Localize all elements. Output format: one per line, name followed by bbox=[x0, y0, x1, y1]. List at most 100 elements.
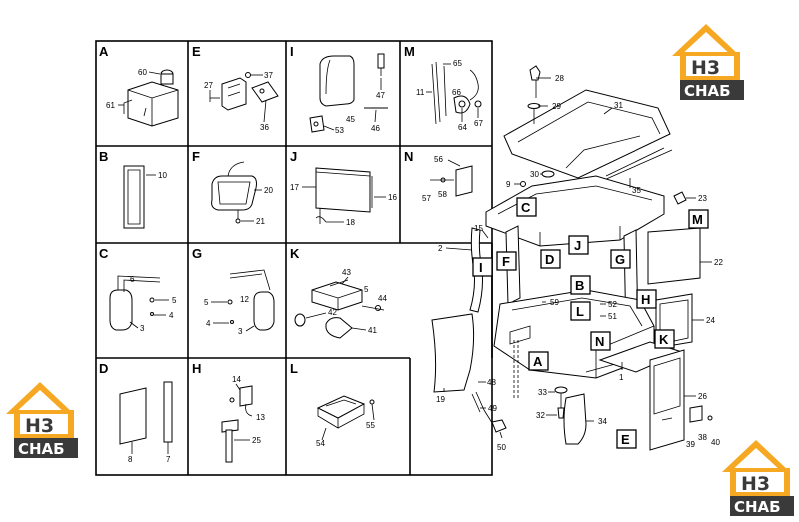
panel-a-drawing: 60 61 bbox=[106, 68, 179, 127]
svg-text:10: 10 bbox=[158, 171, 167, 180]
svg-text:52: 52 bbox=[608, 300, 617, 309]
svg-text:44: 44 bbox=[378, 294, 387, 303]
svg-text:35: 35 bbox=[632, 186, 641, 195]
panel-g-drawing: 12 5 4 3 bbox=[204, 269, 275, 336]
svg-text:4: 4 bbox=[169, 311, 174, 320]
svg-text:A: A bbox=[533, 354, 543, 369]
callout-f[interactable]: F bbox=[496, 251, 517, 271]
svg-text:9: 9 bbox=[506, 180, 511, 189]
panel-label-a: A bbox=[99, 44, 109, 59]
svg-text:48: 48 bbox=[487, 378, 496, 387]
svg-text:28: 28 bbox=[555, 74, 564, 83]
svg-text:43: 43 bbox=[342, 268, 351, 277]
panel-label-i: I bbox=[290, 44, 294, 59]
panel-label-k: K bbox=[290, 246, 300, 261]
svg-text:49: 49 bbox=[488, 404, 497, 413]
svg-text:55: 55 bbox=[366, 421, 375, 430]
svg-text:38: 38 bbox=[698, 433, 707, 442]
callout-d[interactable]: D bbox=[540, 249, 561, 269]
callout-g[interactable]: G bbox=[610, 249, 631, 269]
svg-text:64: 64 bbox=[458, 123, 467, 132]
svg-text:I: I bbox=[479, 260, 483, 275]
callout-k[interactable]: K bbox=[654, 329, 675, 349]
panel-e-drawing: 37 27 36 bbox=[204, 71, 279, 132]
svg-text:D: D bbox=[545, 252, 554, 267]
callout-e[interactable]: E bbox=[616, 429, 637, 449]
svg-text:42: 42 bbox=[328, 308, 337, 317]
svg-text:61: 61 bbox=[106, 101, 115, 110]
svg-text:30: 30 bbox=[530, 170, 539, 179]
svg-text:11: 11 bbox=[416, 88, 425, 97]
svg-text:B: B bbox=[575, 278, 584, 293]
svg-text:12: 12 bbox=[240, 295, 249, 304]
svg-text:22: 22 bbox=[714, 258, 723, 267]
panel-label-h: H bbox=[192, 361, 201, 376]
panel-c-drawing: 6 5 4 3 bbox=[109, 275, 177, 333]
svg-text:59: 59 bbox=[550, 298, 559, 307]
svg-text:65: 65 bbox=[453, 59, 462, 68]
panel-label-d: D bbox=[99, 361, 108, 376]
svg-text:32: 32 bbox=[536, 411, 545, 420]
svg-text:37: 37 bbox=[264, 71, 273, 80]
svg-text:8: 8 bbox=[128, 455, 133, 464]
svg-text:J: J bbox=[574, 238, 581, 253]
logo-left: H3 СНАБ bbox=[6, 382, 78, 458]
svg-text:40: 40 bbox=[711, 438, 720, 447]
callout-i[interactable]: I bbox=[472, 257, 493, 277]
callout-h[interactable]: H bbox=[636, 289, 657, 309]
panel-label-n: N bbox=[404, 149, 413, 164]
callout-l[interactable]: L bbox=[570, 301, 591, 321]
svg-text:60: 60 bbox=[138, 68, 147, 77]
svg-text:31: 31 bbox=[614, 101, 623, 110]
svg-text:3: 3 bbox=[140, 324, 145, 333]
svg-text:H3: H3 bbox=[25, 415, 54, 437]
svg-text:53: 53 bbox=[335, 126, 344, 135]
svg-text:6: 6 bbox=[130, 275, 135, 284]
svg-text:5: 5 bbox=[172, 296, 177, 305]
svg-text:СНАБ: СНАБ bbox=[18, 440, 65, 458]
svg-text:5: 5 bbox=[364, 285, 369, 294]
callout-c[interactable]: C bbox=[516, 197, 537, 217]
callout-j[interactable]: J bbox=[568, 235, 589, 255]
svg-text:СНАБ: СНАБ bbox=[684, 82, 731, 100]
svg-text:16: 16 bbox=[388, 193, 397, 202]
panel-m-drawing: 65 11 66 64 67 bbox=[416, 59, 483, 132]
svg-text:45: 45 bbox=[346, 115, 355, 124]
svg-text:E: E bbox=[621, 432, 630, 447]
panel-label-j: J bbox=[290, 149, 297, 164]
panel-label-l: L bbox=[290, 361, 298, 376]
svg-text:67: 67 bbox=[474, 119, 483, 128]
svg-text:H: H bbox=[641, 292, 650, 307]
svg-text:13: 13 bbox=[256, 413, 265, 422]
svg-text:H3: H3 bbox=[691, 57, 720, 79]
svg-text:4: 4 bbox=[206, 319, 211, 328]
panel-f-drawing: 20 21 bbox=[211, 161, 273, 226]
svg-text:56: 56 bbox=[434, 155, 443, 164]
svg-text:46: 46 bbox=[371, 124, 380, 133]
svg-text:1: 1 bbox=[619, 373, 624, 382]
svg-text:H3: H3 bbox=[741, 473, 770, 495]
svg-text:29: 29 bbox=[552, 102, 561, 111]
panel-i-drawing: 47 45 53 46 bbox=[309, 53, 388, 135]
svg-text:C: C bbox=[521, 200, 531, 215]
detail-grid bbox=[95, 40, 493, 476]
svg-text:33: 33 bbox=[538, 388, 547, 397]
callout-n[interactable]: N bbox=[590, 331, 611, 351]
svg-text:66: 66 bbox=[452, 88, 461, 97]
main-part-numbers: 28 29 31 30 9 35 23 15 2 22 52 59 51 24 … bbox=[436, 74, 723, 452]
svg-text:27: 27 bbox=[204, 81, 213, 90]
svg-text:17: 17 bbox=[290, 183, 299, 192]
svg-text:G: G bbox=[615, 252, 625, 267]
svg-text:26: 26 bbox=[698, 392, 707, 401]
callout-a[interactable]: A bbox=[528, 351, 549, 371]
callout-b[interactable]: B bbox=[570, 275, 591, 295]
panel-label-e: E bbox=[192, 44, 201, 59]
svg-text:СНАБ: СНАБ bbox=[734, 498, 781, 516]
svg-text:41: 41 bbox=[368, 326, 377, 335]
callout-m[interactable]: M bbox=[688, 209, 709, 229]
svg-text:54: 54 bbox=[316, 439, 325, 448]
svg-text:57: 57 bbox=[422, 194, 431, 203]
svg-text:7: 7 bbox=[166, 455, 171, 464]
panel-label-c: C bbox=[99, 246, 109, 261]
